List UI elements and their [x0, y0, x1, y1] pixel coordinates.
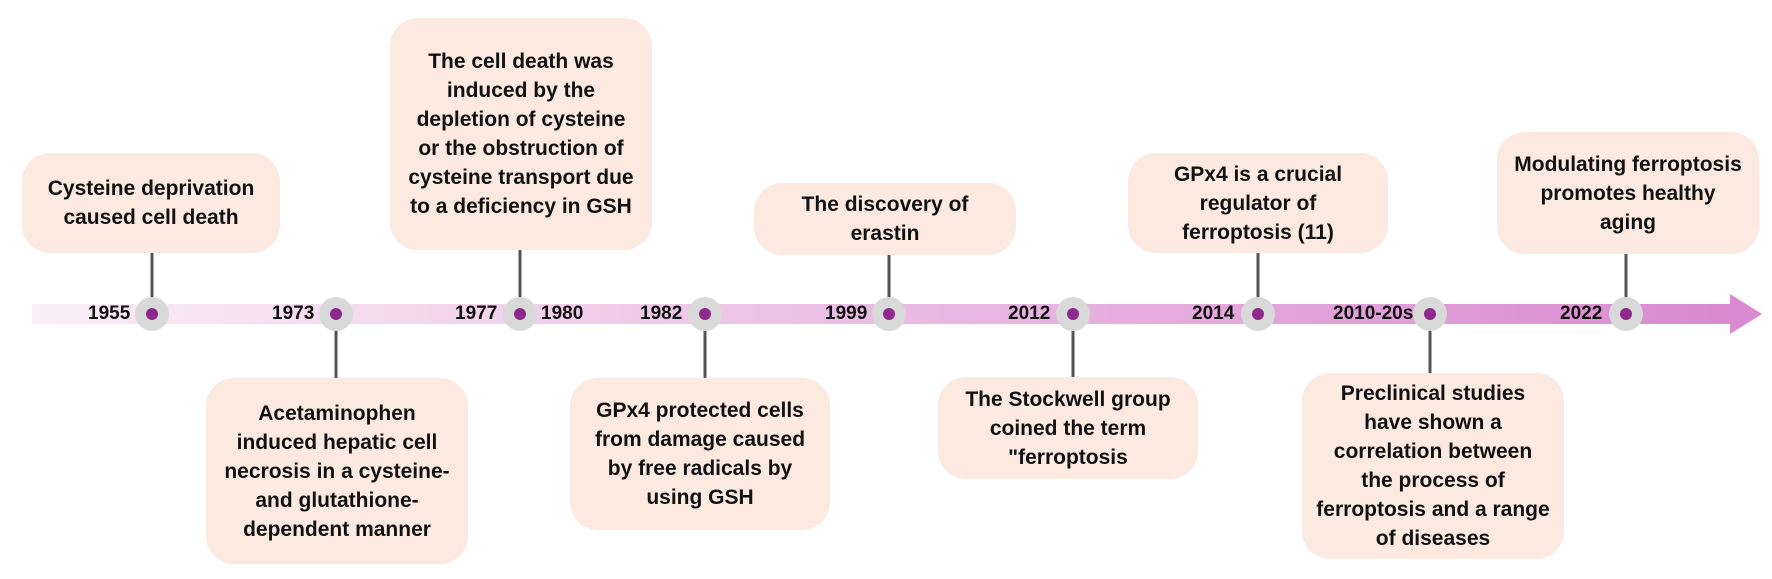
year-label-1973: 1973 [272, 303, 315, 324]
node-inner-2014 [1252, 308, 1264, 320]
year-label-2022: 2022 [1560, 303, 1603, 324]
year-label-1982: 1982 [640, 303, 683, 324]
event-box-1977: The cell death was induced by the deplet… [390, 18, 652, 250]
year-label-1999: 1999 [825, 303, 868, 324]
year-label-1980: 1980 [541, 303, 584, 324]
year-label-1955: 1955 [88, 303, 131, 324]
node-inner-2022 [1620, 308, 1632, 320]
node-inner-2012 [1067, 308, 1079, 320]
node-inner-1977 [514, 308, 526, 320]
year-label-1977: 1977 [455, 303, 498, 324]
node-inner-1999 [883, 308, 895, 320]
event-box-1973: Acetaminophen induced hepatic cell necro… [206, 378, 468, 564]
event-box-2012: The Stockwell group coined the term "fer… [938, 377, 1198, 479]
event-box-2022: Modulating ferroptosis promotes healthy … [1497, 132, 1759, 254]
event-box-1955: Cysteine deprivation caused cell death [22, 153, 280, 253]
event-box-2010-20s: Preclinical studies have shown a correla… [1302, 373, 1564, 559]
timeline-arrowhead [1730, 294, 1762, 334]
year-label-2010-20s: 2010-20s [1333, 303, 1414, 324]
event-box-1999: The discovery of erastin [754, 183, 1016, 255]
year-label-2012: 2012 [1008, 303, 1051, 324]
year-label-2014: 2014 [1192, 303, 1235, 324]
node-inner-1982 [699, 308, 711, 320]
event-box-1982: GPx4 protected cells from damage caused … [570, 378, 830, 530]
event-box-2014: GPx4 is a crucial regulator of ferroptos… [1128, 153, 1388, 253]
node-inner-1973 [330, 308, 342, 320]
node-inner-1955 [146, 308, 158, 320]
node-inner-2010-20s [1424, 308, 1436, 320]
